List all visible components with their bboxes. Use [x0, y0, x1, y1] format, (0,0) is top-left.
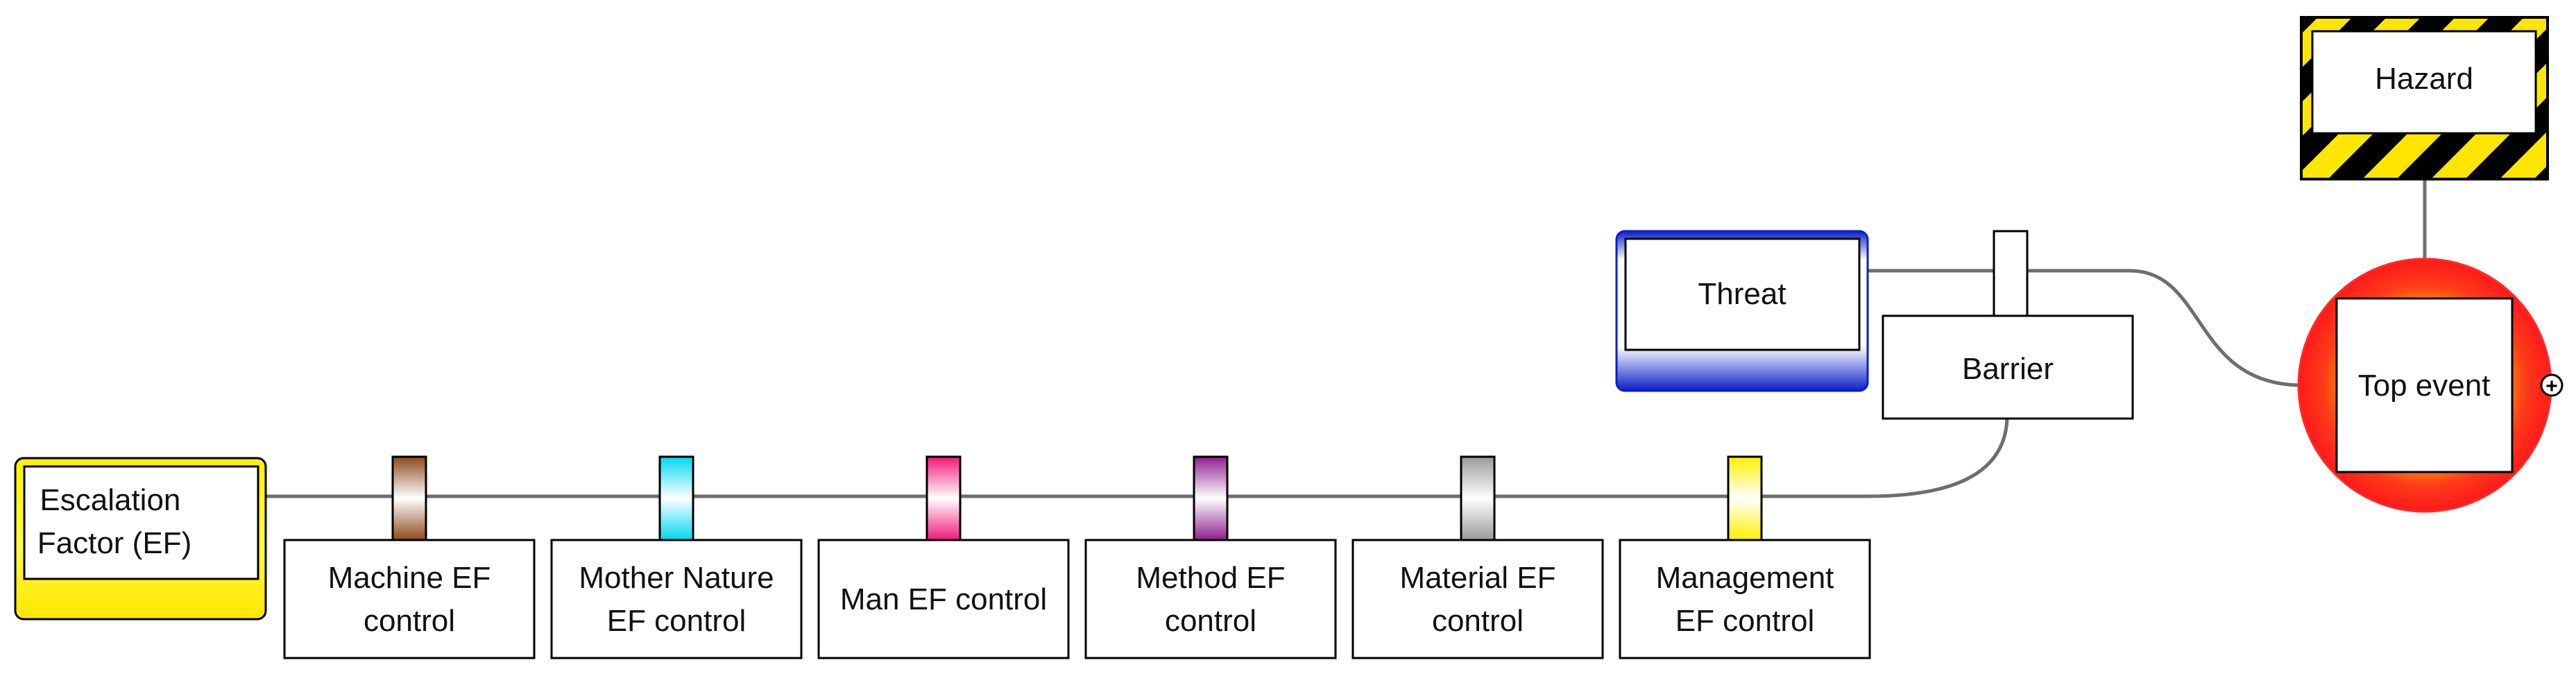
ef-control-label-line: EF control [1675, 604, 1815, 638]
ef-control-label-line: control [1432, 604, 1524, 638]
ef-control-label-line: control [1165, 604, 1256, 638]
ef-control-label: Man EF control [840, 582, 1047, 616]
ef-control-color-tab [926, 455, 962, 541]
barrier-node[interactable]: Barrier [1882, 230, 2134, 420]
ef-control-box [1084, 539, 1337, 659]
escalation-factor-line-2: Factor (EF) [37, 526, 191, 560]
top-event-node[interactable]: Top event [2297, 258, 2552, 513]
ef-control-node[interactable]: Management EF control [1619, 455, 1871, 659]
threat-label: Threat [1698, 277, 1786, 311]
ef-control-color-tab [1460, 455, 1496, 541]
expand-button[interactable]: + [2540, 373, 2564, 398]
connector-lines [258, 179, 2427, 498]
barrier-label: Barrier [1962, 352, 2054, 386]
top-event-label: Top event [2358, 369, 2491, 403]
ef-control-label: Method EF control [1136, 561, 1285, 638]
ef-control-label-line: Man EF control [840, 582, 1047, 616]
ef-control-color-tab [391, 455, 427, 541]
threat-to-top-event-line [1868, 269, 2303, 387]
ef-control-label: Mother Nature EF control [579, 561, 774, 638]
ef-control-label-line: Management [1656, 561, 1834, 595]
ef-control-label: Management EF control [1656, 561, 1834, 638]
ef-control-label-line: Material EF [1400, 561, 1556, 595]
ef-control-label: Machine EF control [328, 561, 491, 638]
ef-control-label-line: Mother Nature [579, 561, 774, 595]
hazard-node[interactable]: Hazard [2300, 16, 2549, 180]
plus-icon: + [2545, 375, 2558, 398]
ef-control-box [1351, 539, 1604, 659]
ef-control-node[interactable]: Mother Nature EF control [550, 455, 803, 659]
ef-control-box [550, 539, 803, 659]
ef-control-color-tab [658, 455, 694, 541]
ef-control-box [283, 539, 536, 659]
ef-control-label-line: Method EF [1136, 561, 1285, 595]
ef-control-label-line: EF control [607, 604, 747, 638]
ef-control-box [1619, 539, 1871, 659]
ef-control-box [817, 539, 1070, 659]
ef-control-node[interactable]: Material EF control [1351, 455, 1604, 659]
ef-control-label-line: Machine EF [328, 561, 491, 595]
ef-control-node[interactable]: Man EF control [817, 455, 1070, 659]
hazard-label: Hazard [2375, 62, 2473, 96]
ef-control-group: Machine EF control Mother Nature EF control… [283, 455, 1871, 659]
ef-control-color-tab [1727, 455, 1763, 541]
escalation-factor-node[interactable]: Escalation Factor (EF) [14, 457, 267, 621]
ef-control-label: Material EF control [1400, 561, 1556, 638]
ef-control-label-line: control [364, 604, 455, 638]
barrier-tab [1993, 230, 2029, 317]
ef-control-color-tab [1193, 455, 1229, 541]
threat-node[interactable]: Threat [1615, 230, 1869, 392]
escalation-factor-label: Escalation Factor (EF) [37, 483, 191, 560]
escalation-factor-line-1: Escalation [40, 483, 180, 517]
ef-control-node[interactable]: Machine EF control [283, 455, 536, 659]
ef-control-node[interactable]: Method EF control [1084, 455, 1337, 659]
escalation-to-barrier-line [258, 418, 2009, 498]
